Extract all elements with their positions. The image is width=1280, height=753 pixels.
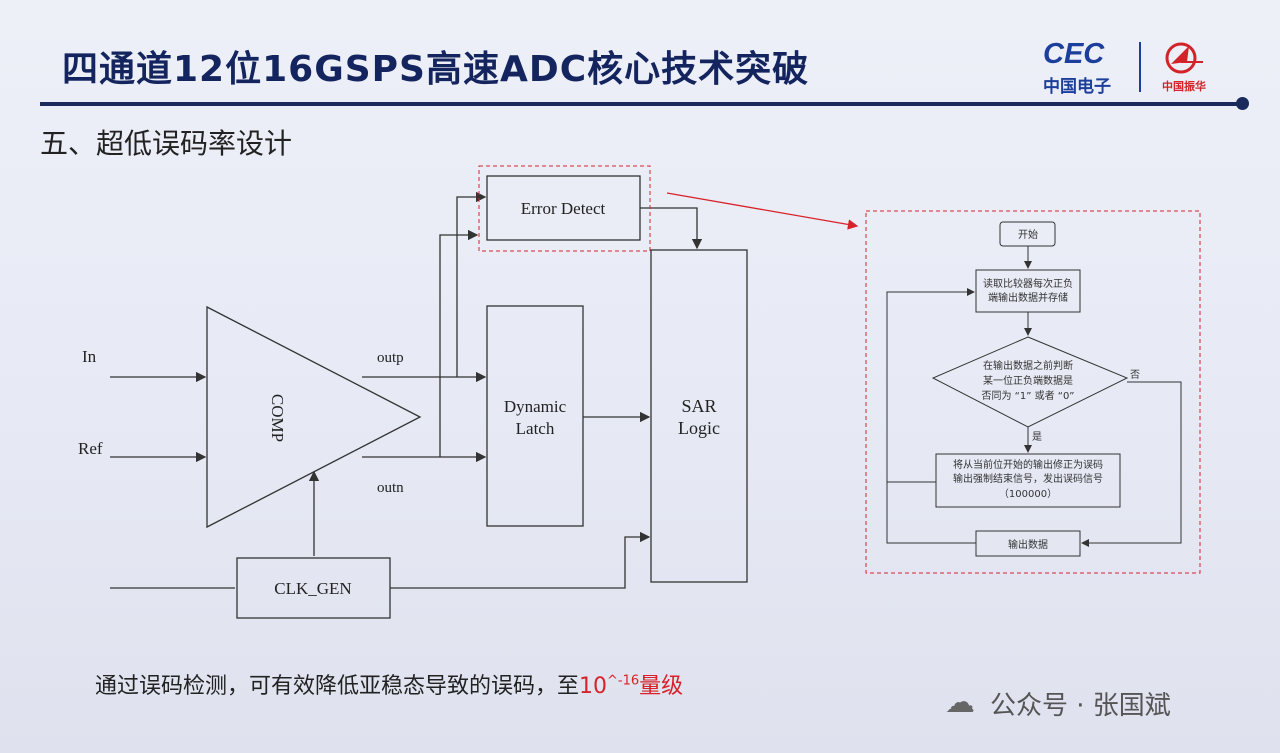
input-ref-label: Ref [78,439,103,458]
fix-label-1: 将从当前位开始的输出修正为误码 [953,458,1103,471]
zhenhua-logo-icon [1165,42,1203,74]
fix-label-2: 输出强制结束信号，发出误码信号 [953,472,1103,485]
zoom-arrow [666,192,859,230]
sar-label-1: SAR [681,396,716,416]
logo-divider [1139,42,1141,92]
footer-exp-base: 10 [579,674,608,699]
output-label: 输出数据 [1008,538,1048,551]
start-label: 开始 [1018,228,1038,241]
slide-title: 四通道12位16GSPS高速ADC核心技术突破 [62,49,810,90]
footer-exp: ^-16 [607,673,640,689]
outn-label: outn [377,480,404,496]
dynamic-latch-box [486,305,584,527]
comp-label: COMP [268,394,287,442]
sar-label-2: Logic [678,418,720,438]
zhenhua-logo-text: 中国振华 [1162,80,1206,93]
latch-label-1: Dynamic [504,397,567,416]
no-label: 否 [1130,369,1140,381]
decision-label-3: 否同为 “1” 或者 “0” [982,390,1075,402]
footer-highlight: 10^-16量级 [579,674,683,699]
flowchart: 开始 读取比较器每次正负 端输出数据并存储 在输出数据之前判断 某一位正负端数据… [865,210,1201,574]
footer-text: 通过误码检测，可有效降低亚稳态导致的误码，至 [95,674,580,699]
cec-logo-subtitle: 中国电子 [1043,77,1111,97]
error-detect-label: Error Detect [521,199,606,218]
flowchart-frame [865,210,1201,574]
yes-label: 是 [1032,431,1042,443]
decision-label-2: 某一位正负端数据是 [983,374,1073,387]
input-in-label: In [82,347,97,366]
watermark: 公众号 · 张国斌 [990,691,1171,721]
title-rule-dot [1236,97,1249,110]
read-label-1: 读取比较器每次正负 [983,277,1073,290]
footer-unit: 量级 [639,674,684,699]
fix-label-3: （100000） [999,488,1057,500]
cec-logo: CEC [1043,38,1105,70]
fix-node [935,453,1121,508]
wechat-icon: ☁ [945,685,975,720]
decision-label-1: 在输出数据之前判断 [983,359,1073,372]
footer-note: 通过误码检测，可有效降低亚稳态导致的误码，至10^-16量级 [95,668,683,700]
sar-logic-box [650,249,748,583]
outp-label: outp [377,350,404,366]
clk-gen-label: CLK_GEN [274,579,351,598]
read-label-2: 端输出数据并存储 [988,291,1068,304]
error-detect-highlight [478,165,651,252]
read-node [975,269,1081,313]
latch-label-2: Latch [516,419,555,438]
title-rule [40,102,1240,106]
section-title: 五、超低误码率设计 [40,127,293,160]
